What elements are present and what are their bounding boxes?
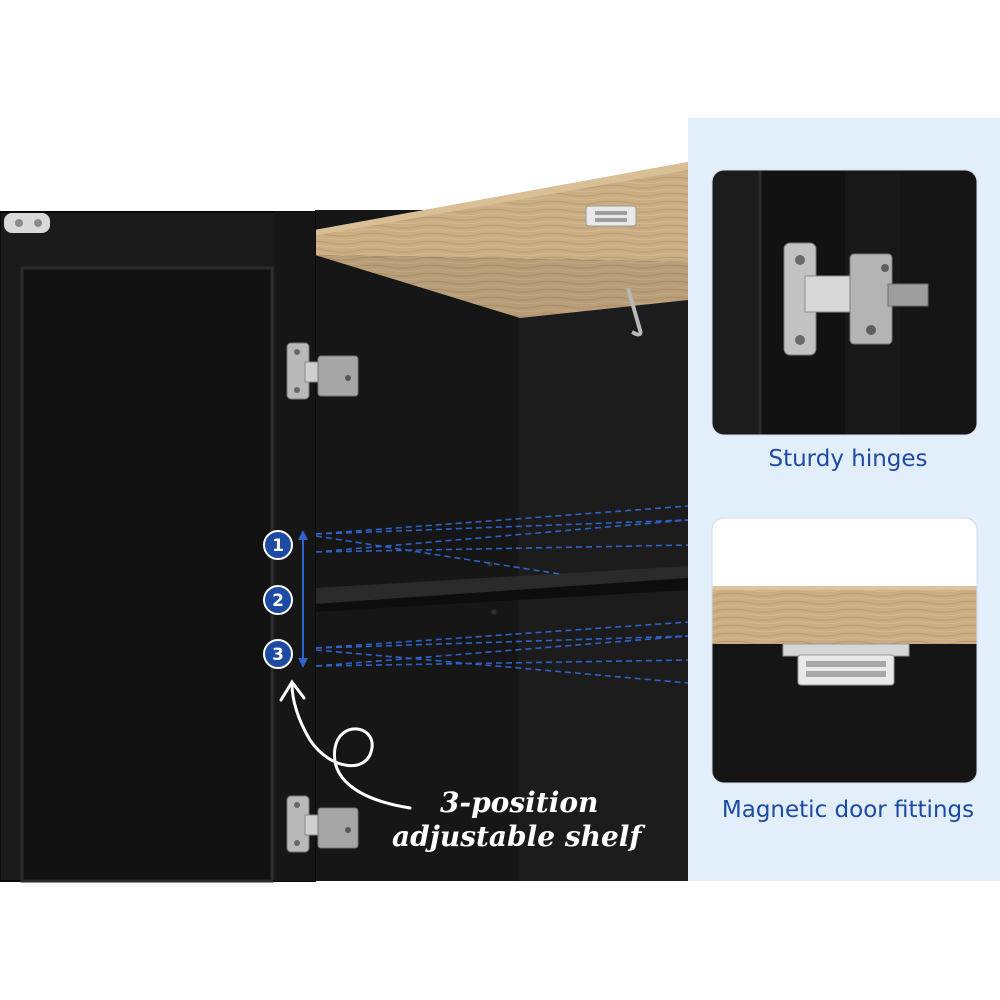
annotation-line-2: adjustable shelf	[392, 820, 646, 853]
magnet-closeup-panel	[712, 518, 977, 783]
oak-top	[276, 162, 688, 337]
adjustable-shelf	[315, 566, 688, 604]
annotation-line-1: 3-position	[440, 786, 598, 819]
door-catch-plate	[4, 213, 50, 233]
cabinet	[315, 210, 688, 881]
door-panel	[20, 266, 274, 883]
cabinet-door	[0, 211, 316, 883]
adjust-arrow	[298, 530, 308, 668]
hinge-icon-top	[286, 342, 359, 400]
shelf-position-label: 3	[272, 645, 284, 665]
door-latch-plate	[626, 287, 643, 337]
magnetic-catch	[585, 205, 637, 227]
feature-caption-magnets: Magnetic door fittings	[721, 797, 975, 823]
shelf-position-label: 1	[272, 536, 284, 556]
hinge-closeup-panel	[712, 170, 977, 435]
shelf-position-2: 2	[263, 585, 293, 615]
feature-caption-hinges: Sturdy hinges	[768, 446, 928, 472]
shelf-position-guides	[315, 505, 689, 684]
shelf-position-1: 1	[263, 530, 293, 560]
shelf-position-3: 3	[263, 639, 293, 669]
shelf-position-label: 2	[272, 591, 284, 611]
hinge-icon-bottom	[286, 795, 359, 853]
magnet-icon	[782, 643, 910, 686]
hinge-icon	[783, 242, 929, 356]
annotation-arrow	[279, 679, 412, 810]
